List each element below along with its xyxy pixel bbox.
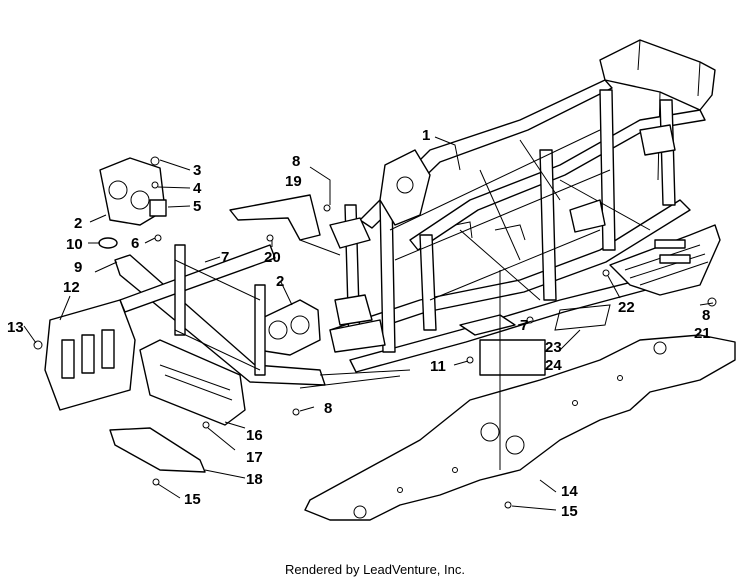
bar-shims	[479, 304, 611, 376]
callout-9: 9	[74, 259, 82, 276]
callout-5: 5	[193, 198, 201, 215]
brush-guard-panel	[139, 339, 246, 426]
callout-22: 22	[618, 299, 635, 316]
callout-3: 3	[193, 162, 201, 179]
callout-12: 12	[63, 279, 80, 296]
bracket-arm	[229, 194, 321, 241]
callout-15-right: 15	[561, 503, 578, 520]
headlight-housing-lower	[257, 299, 321, 356]
callout-23: 23	[545, 339, 562, 356]
footer-credit: Rendered by LeadVenture, Inc.	[285, 562, 465, 577]
callout-4: 4	[193, 180, 202, 197]
callout-2-upper: 2	[74, 215, 82, 232]
callout-24: 24	[545, 357, 562, 374]
callout-8-bottom: 8	[324, 400, 332, 417]
callout-labels: 1 2 2 3 4 5 6 7 7 8 8 8 9 10 11 12 13 14…	[7, 127, 711, 520]
callout-15-left: 15	[184, 491, 201, 508]
frame-assembly	[329, 39, 716, 373]
callout-10: 10	[66, 236, 83, 253]
leader-lines	[23, 136, 714, 511]
callout-11: 11	[430, 358, 446, 375]
callout-19: 19	[285, 173, 302, 190]
callout-20: 20	[264, 249, 281, 266]
front-skid-shield	[109, 427, 206, 473]
callout-8-right: 8	[702, 307, 710, 324]
callout-6: 6	[131, 235, 139, 252]
callout-2-lower: 2	[276, 273, 284, 290]
callout-18: 18	[246, 471, 263, 488]
headlight-housing-upper	[99, 157, 166, 226]
footrest-plate	[609, 224, 721, 296]
callout-14: 14	[561, 483, 578, 500]
callout-8-top: 8	[292, 153, 300, 170]
callout-17: 17	[246, 449, 263, 466]
callout-16: 16	[246, 427, 263, 444]
callout-7-left: 7	[221, 249, 229, 266]
front-grille	[44, 299, 136, 411]
callout-7-right: 7	[520, 317, 528, 334]
callout-21: 21	[694, 325, 711, 342]
callout-1: 1	[422, 127, 430, 144]
fasteners	[33, 156, 717, 509]
callout-13: 13	[7, 319, 24, 336]
skid-plate	[304, 334, 736, 521]
